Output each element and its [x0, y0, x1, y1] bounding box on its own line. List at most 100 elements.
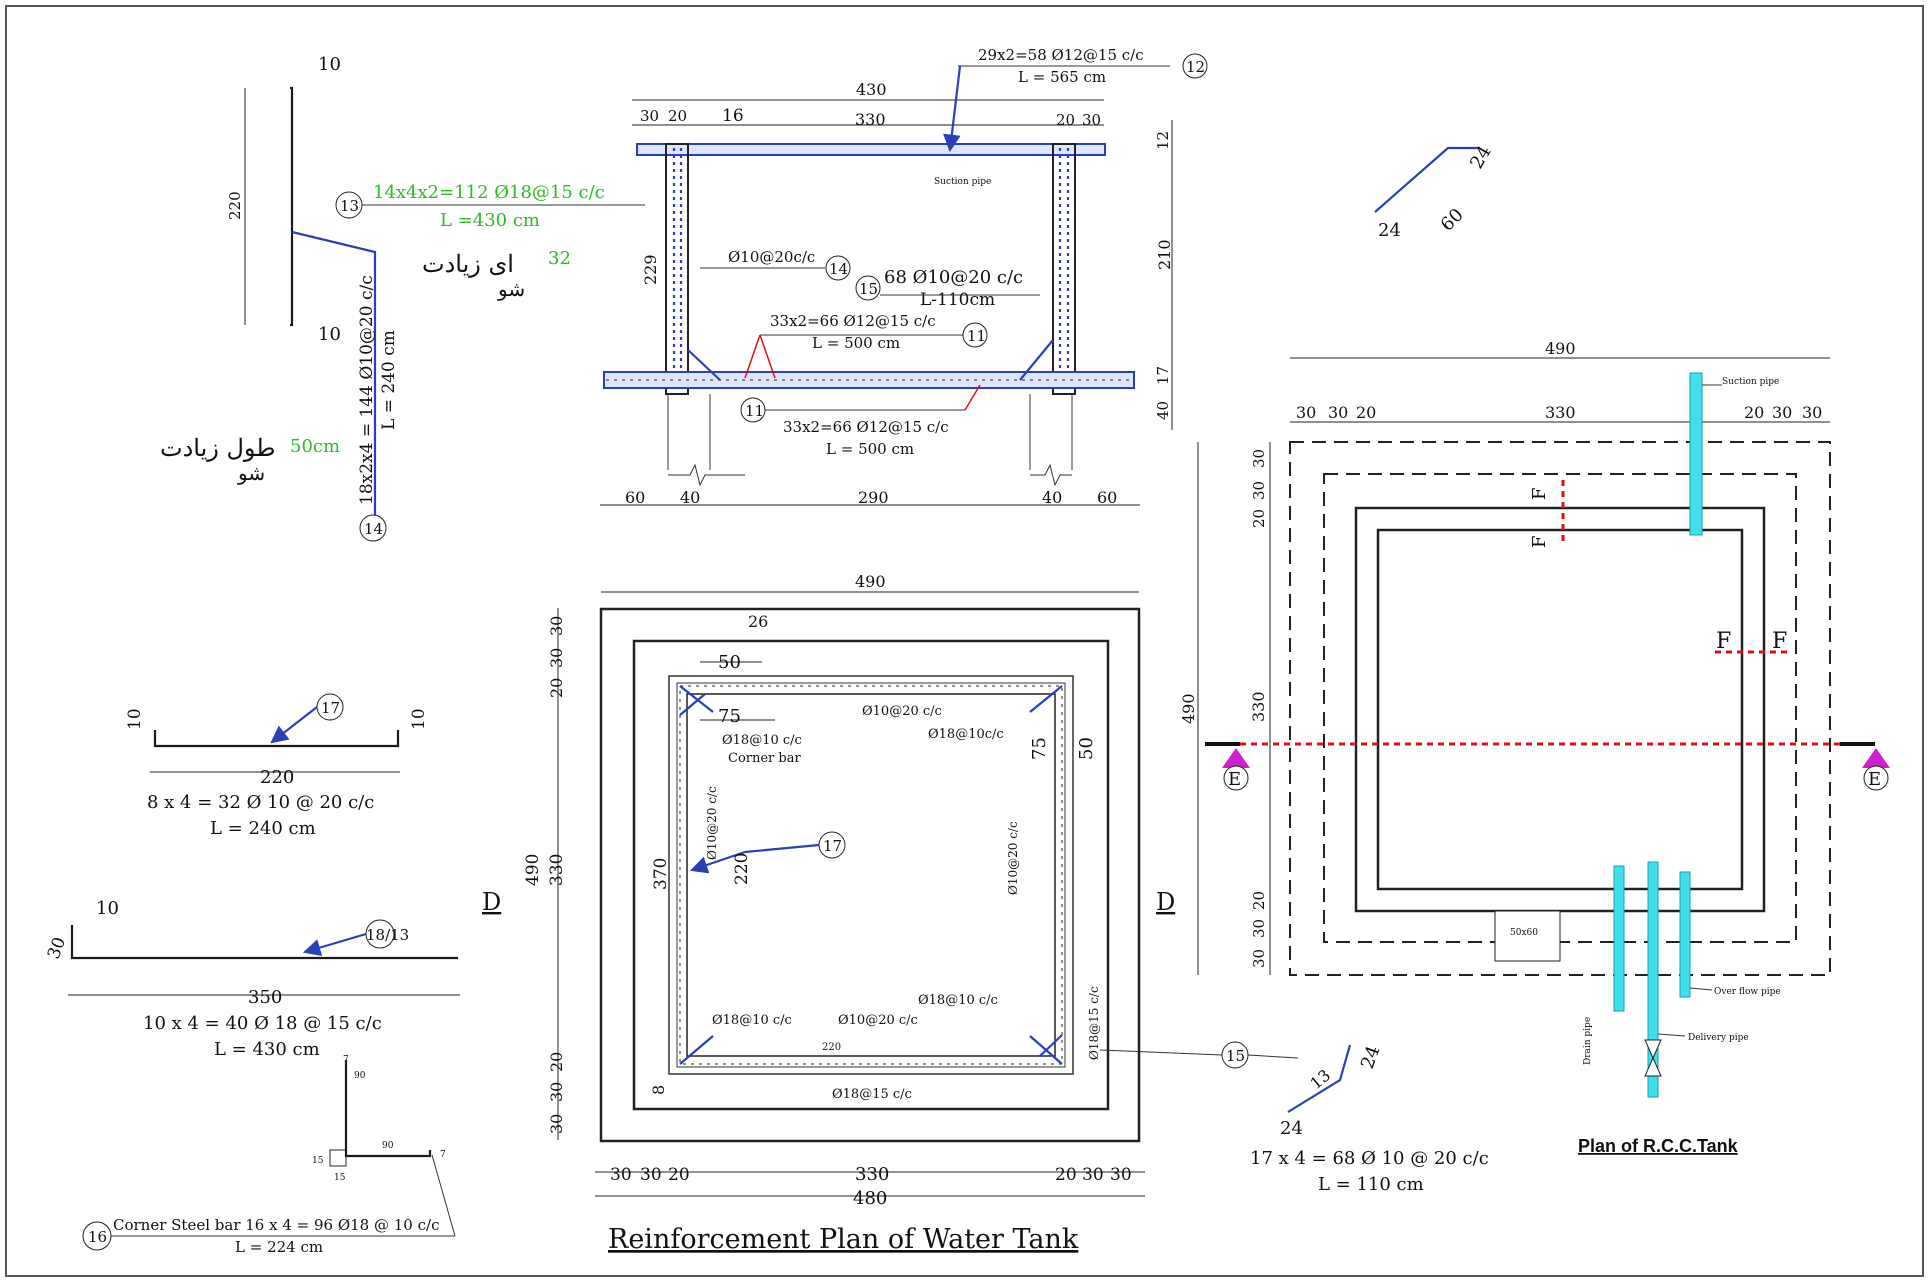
- green-50cm: 50cm: [290, 436, 340, 457]
- label-bot3: Ø18@10 c/c: [918, 993, 998, 1008]
- l30b: 30: [1250, 481, 1268, 500]
- bubble-17: 17: [321, 699, 340, 717]
- l30d: 30: [1250, 949, 1268, 968]
- d24b: 24: [1357, 1043, 1385, 1072]
- dim-220: 220: [226, 191, 244, 220]
- urdu-note-2: طول زیادت: [160, 434, 275, 462]
- d7b: 7: [440, 1150, 446, 1160]
- t20a: 20: [1356, 403, 1376, 422]
- section-E-right: E: [1868, 769, 1881, 790]
- d15a: 15: [312, 1156, 324, 1166]
- label-top1: Ø10@20 c/c: [862, 704, 942, 719]
- lb30b: 30: [547, 1114, 566, 1134]
- dim-10-right: 10: [409, 708, 429, 730]
- t330: 330: [1545, 403, 1576, 422]
- note-11a-line1: 33x2=66 Ø12@15 c/c: [770, 312, 936, 330]
- dim-430: 430: [856, 80, 887, 99]
- dim-60-corner: 60: [1437, 204, 1468, 235]
- bubble-14: 14: [829, 260, 848, 278]
- bar13-line2: L =430 cm: [440, 210, 540, 231]
- note-11b-line1: 33x2=66 Ø12@15 c/c: [783, 418, 949, 436]
- reinforcement-plan: 490 26 50 75 75 50 Ø10@20 c/c Ø18@10c/c …: [482, 572, 1299, 1255]
- d90a: 90: [354, 1071, 366, 1081]
- label-bot2: Ø10@20 c/c: [838, 1013, 918, 1028]
- bubble-12: 12: [1186, 58, 1205, 76]
- dim-330-left: 330: [547, 854, 567, 886]
- bar13-line1: 14x4x2=112 Ø18@15 c/c: [373, 182, 605, 203]
- urdu-add-32: 32: [548, 248, 571, 269]
- bd330: 330: [855, 1164, 889, 1185]
- dim-24a: 24: [1378, 220, 1401, 241]
- lb20: 20: [547, 1052, 566, 1072]
- bar14-line1: 18x2x4 = 144 Ø10@20 c/c: [357, 275, 377, 505]
- label-suction-pipe-rcc: Suction pipe: [1722, 377, 1779, 387]
- dim-8: 8: [649, 1085, 668, 1095]
- dim-17: 17: [1154, 366, 1172, 385]
- urdu-note-1b: شو: [497, 277, 525, 301]
- l30a: 30: [1250, 449, 1268, 468]
- bar14-line2: L = 240 cm: [379, 330, 399, 430]
- note-14: Ø10@20c/c: [728, 248, 815, 266]
- dim-60b: 60: [1097, 488, 1117, 507]
- dim-75b: 75: [1029, 737, 1050, 760]
- note-11b-line2: L = 500 cm: [826, 440, 914, 458]
- dim-290: 290: [858, 488, 889, 507]
- bd30d: 30: [1110, 1165, 1132, 1185]
- plan-rcc-tank: 490 30 30 20 330 20 30 30 Suction pipe F…: [1179, 339, 1890, 1156]
- section-F-top2: F: [1529, 536, 1550, 549]
- section-D-right: D: [1156, 888, 1175, 916]
- dim-220-plan: 220: [732, 853, 752, 885]
- bubble-13: 13: [340, 197, 359, 215]
- dim-30: 30: [640, 107, 659, 125]
- d13: 13: [1306, 1065, 1334, 1093]
- t30c: 30: [1772, 403, 1792, 422]
- bubble-11a: 11: [967, 327, 986, 345]
- note-15-line1: 68 Ø10@20 c/c: [884, 267, 1023, 288]
- bd30b: 30: [640, 1165, 662, 1185]
- lt30a: 30: [547, 616, 566, 636]
- bubble-11b: 11: [745, 402, 764, 420]
- label-bot4: Ø18@15 c/c: [832, 1087, 912, 1102]
- dim-210: 210: [1155, 239, 1174, 270]
- dim-50b: 50: [1076, 737, 1097, 760]
- dim-26: 26: [748, 612, 768, 631]
- lt20: 20: [547, 678, 566, 698]
- d24a: 24: [1280, 1118, 1303, 1139]
- label-overflow-pipe: Over flow pipe: [1714, 987, 1781, 997]
- dim-490-rcc-top: 490: [1545, 339, 1576, 358]
- dim-30b: 30: [1082, 111, 1101, 129]
- dim-480: 480: [853, 1188, 887, 1209]
- dim-220-bar17: 220: [260, 767, 294, 788]
- note-12-line1: 29x2=58 Ø12@15 c/c: [978, 46, 1144, 64]
- t20b: 20: [1744, 403, 1764, 422]
- d7a: 7: [343, 1055, 349, 1065]
- label-bot-220: 220: [822, 1042, 841, 1053]
- bar-18-detail: 30 10 18/13 350 10 x 4 = 40 Ø 18 @ 15 c/…: [44, 898, 460, 1060]
- bar-15-detail: 24 13 24 17 x 4 = 68 Ø 10 @ 20 c/c L = 1…: [1250, 1043, 1489, 1195]
- section-F-b: F: [1772, 629, 1787, 654]
- d90b: 90: [382, 1141, 394, 1151]
- dim-24b: 24: [1466, 142, 1496, 172]
- dim-370: 370: [651, 858, 671, 890]
- label-delivery-pipe: Delivery pipe: [1688, 1033, 1749, 1043]
- dim-229: 229: [641, 254, 660, 285]
- dim-10-bottom: 10: [318, 324, 341, 345]
- bubble-16: 16: [88, 1228, 107, 1246]
- title-plan-rcc-tank: Plan of R.C.C.Tank: [1578, 1136, 1739, 1156]
- label-right-vertical2: Ø18@15 c/c: [1087, 986, 1101, 1060]
- l330: 330: [1249, 691, 1268, 722]
- bd20b: 20: [1055, 1165, 1077, 1185]
- dim-75: 75: [718, 706, 741, 727]
- dim-490-rcc-left: 490: [1179, 693, 1198, 724]
- title-reinforcement-plan: Reinforcement Plan of Water Tank: [608, 1224, 1079, 1255]
- bar-13-14-detail: 10 220 10 13 14x4x2=112 Ø18@15 c/c L =43…: [160, 54, 645, 542]
- bar18-line2: L = 430 cm: [214, 1039, 320, 1060]
- section-E-left: E: [1228, 769, 1241, 790]
- label-drain-pipe: Drain pipe: [1583, 1017, 1593, 1065]
- dim-12: 12: [1154, 131, 1172, 150]
- label-corner-bar: Corner bar: [728, 751, 801, 766]
- bd20a: 20: [668, 1165, 690, 1185]
- bubble-17-plan: 17: [823, 837, 842, 855]
- label-top2: Ø18@10c/c: [928, 727, 1004, 742]
